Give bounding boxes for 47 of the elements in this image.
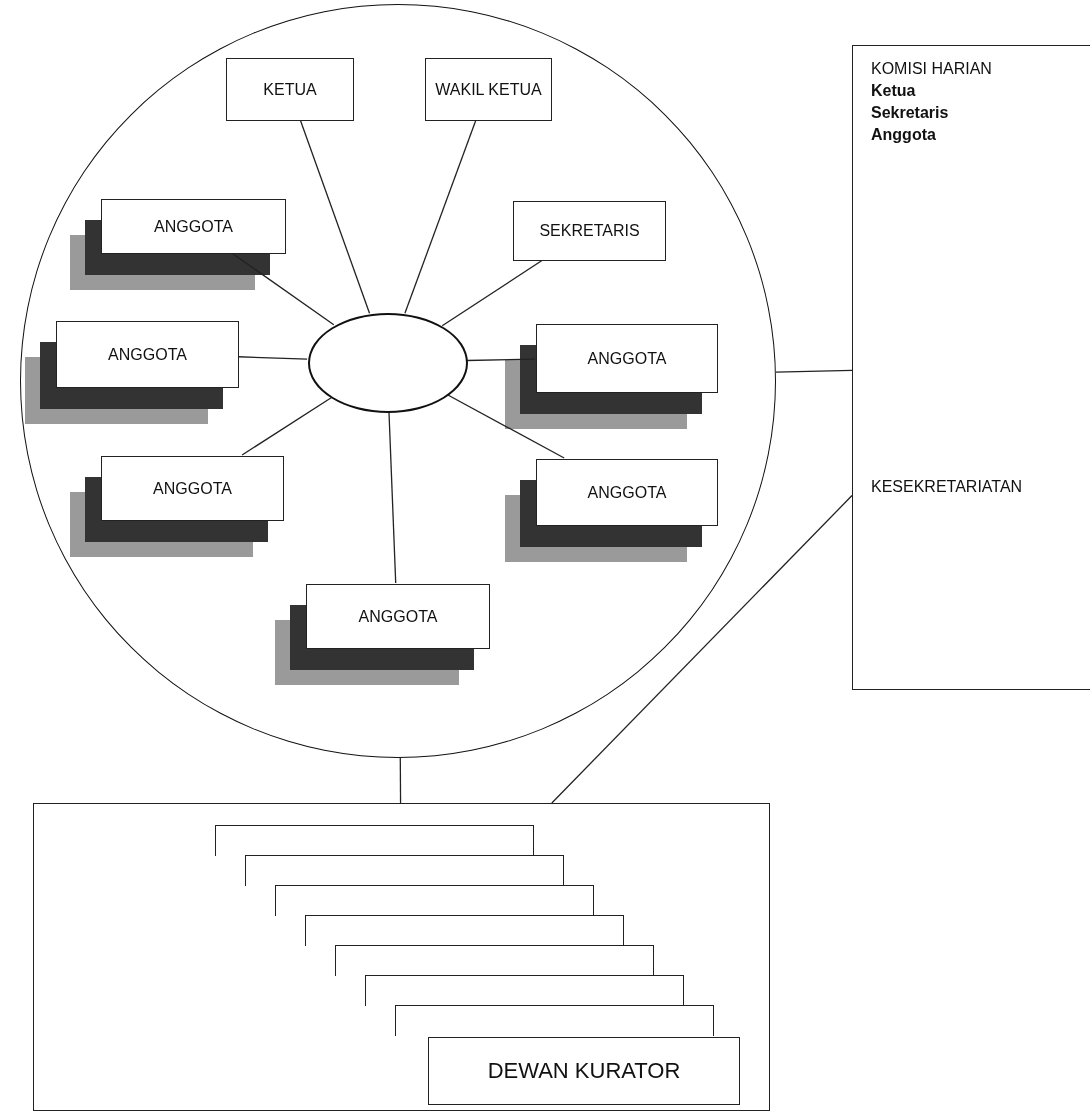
role-box: [101, 456, 284, 521]
connector-line: [237, 356, 308, 360]
role-label: SEKRETARIS: [539, 222, 640, 240]
connector-line: [399, 757, 402, 804]
role-box: [428, 1037, 740, 1105]
connector-line: [241, 397, 332, 456]
panel-text: KESEKRETARIATAN: [871, 477, 1024, 497]
connector-line: [388, 411, 397, 584]
role-label: ANGGOTA: [153, 479, 232, 498]
role-label: ANGGOTA: [154, 217, 233, 236]
role-label: ANGGOTA: [587, 483, 667, 502]
stacked-card: [305, 915, 624, 946]
center-ellipse: [308, 313, 468, 413]
role-box: [536, 459, 718, 526]
panel-text: KOMISI HARIAN: [871, 59, 993, 79]
role-box: [425, 58, 552, 121]
stacked-card: [245, 855, 564, 886]
stacked-card: [215, 825, 534, 856]
panel-text: Anggota: [871, 125, 937, 145]
role-label: WAKIL KETUA: [435, 80, 542, 99]
curator-panel: [33, 803, 770, 1111]
connector-line: [446, 394, 565, 459]
connector-line: [231, 252, 335, 326]
connector-line: [299, 119, 371, 314]
role-label: ANGGOTA: [358, 607, 438, 626]
panel-text: Ketua: [871, 81, 917, 101]
panel-text: Sekretaris: [871, 103, 950, 123]
role-label: ANGGOTA: [108, 345, 187, 364]
stacked-card: [335, 945, 654, 976]
role-box: [513, 201, 666, 261]
role-label: ANGGOTA: [587, 349, 667, 368]
stacked-card: [395, 1005, 714, 1036]
role-box: [536, 324, 718, 393]
role-label: KETUA: [263, 80, 317, 99]
connector-line: [441, 259, 544, 327]
connector-line: [466, 358, 536, 362]
connector-line: [775, 369, 853, 373]
connector-line: [551, 494, 853, 804]
role-box: [56, 321, 239, 388]
stacked-card: [365, 975, 684, 1006]
connector-line: [404, 119, 477, 314]
role-box: [101, 199, 286, 254]
stacked-card: [275, 885, 594, 916]
role-box: [306, 584, 490, 649]
role-label: DEWAN KURATOR: [487, 1058, 681, 1084]
role-box: [226, 58, 354, 121]
committee-panel: [852, 45, 1090, 690]
